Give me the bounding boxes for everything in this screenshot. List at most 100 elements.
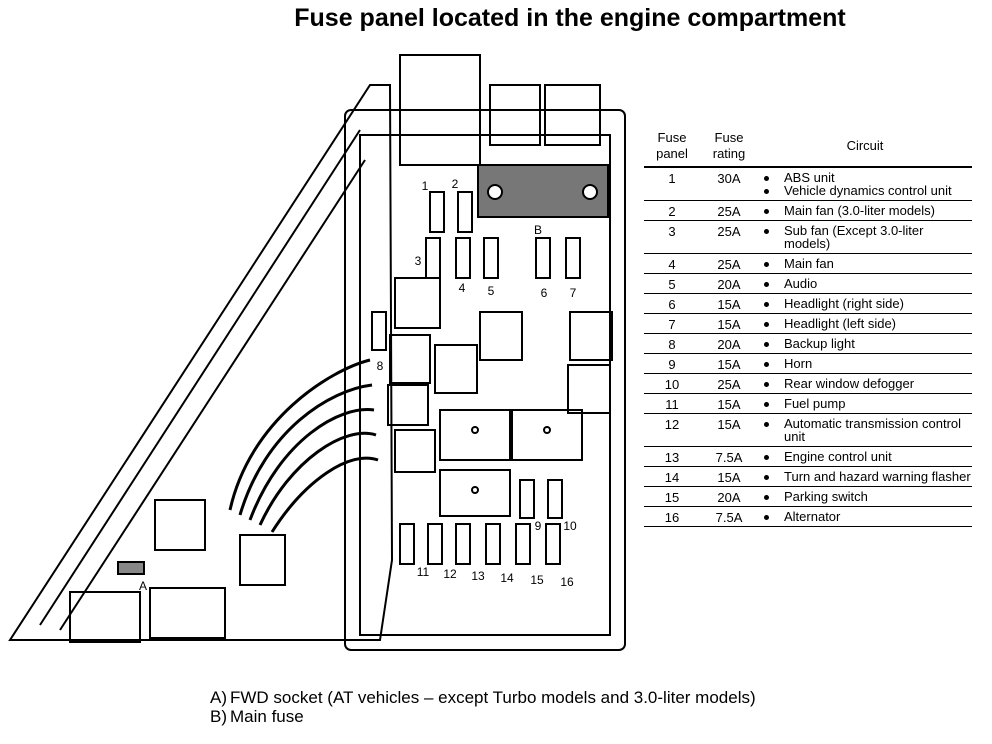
fuse-rating: 20A [717, 277, 741, 292]
harness-inner [39, 129, 366, 631]
relay-mid-8 [394, 429, 436, 473]
relay-mid-7 [387, 384, 429, 426]
circuit-item: Headlight (right side) [758, 297, 972, 310]
fuse-panel-number: 6 [668, 297, 676, 312]
note-b: B)Main fuse [210, 707, 756, 726]
fuse-panel-number: 1 [668, 171, 676, 186]
fuse-3 [425, 237, 441, 279]
circuit-item: Engine control unit [758, 450, 972, 463]
circuit-item: Fuel pump [758, 397, 972, 410]
fuse-panel-number: 11 [665, 397, 679, 412]
circuit-cell: Automatic transmission control unit [758, 414, 972, 446]
fuse-rating: 30A [717, 171, 741, 186]
fuse-9 [519, 479, 535, 519]
main-fuse-bolt-right [582, 184, 598, 200]
fuse-6 [535, 237, 551, 279]
fuse-label-10: 10 [563, 519, 577, 533]
fuse-label-4: 4 [459, 281, 466, 295]
fuse-4 [455, 237, 471, 279]
header-circuit: Circuit [846, 138, 884, 153]
fuse-panel-body [344, 109, 626, 651]
fuse-rating: 15A [717, 470, 741, 485]
header-fuse-rating: Fuse rating [712, 130, 746, 161]
circuit-item: Vehicle dynamics control unit [758, 184, 972, 197]
fuse-label-13: 13 [471, 569, 485, 583]
relay-mid-1 [394, 277, 441, 329]
note-a-key: A) [210, 688, 227, 707]
fuse-label-15: 15 [530, 573, 544, 587]
relay-mid-2 [479, 311, 523, 361]
circuit-item: Main fan (3.0-liter models) [758, 204, 972, 217]
connector-2 [149, 587, 226, 639]
fuse-7 [565, 237, 581, 279]
fuse-rating: 15A [717, 297, 741, 312]
relay-mid-4 [389, 334, 431, 384]
fuse-panel-number: 5 [668, 277, 676, 292]
fuse-16 [545, 523, 561, 565]
fuse-rating: 15A [717, 357, 741, 372]
fuse-11 [399, 523, 415, 565]
fuse-panel-number: 15 [664, 490, 680, 505]
fuse-panel-diagram: 1 2 3 4 5 6 7 8 9 10 11 12 13 14 15 16 A… [8, 54, 626, 651]
relay-mid-5 [434, 344, 478, 394]
circuit-cell: Rear window defogger [758, 374, 972, 393]
fuse-rating: 7.5A [715, 450, 743, 465]
note-b-text: Main fuse [230, 707, 304, 726]
circuit-cell: Engine control unit [758, 447, 972, 466]
circuit-item: Rear window defogger [758, 377, 972, 390]
fuse-panel-number: 12 [664, 417, 680, 432]
fuse-label-8: 8 [377, 359, 384, 373]
circuit-item: Headlight (left side) [758, 317, 972, 330]
fuse-5 [483, 237, 499, 279]
fuse-panel-number: 8 [668, 337, 676, 352]
fuse-rating: 7.5A [715, 510, 743, 525]
fuse-label-1: 1 [422, 179, 429, 193]
fuse-label-16: 16 [560, 575, 574, 589]
circuit-item: Sub fan (Except 3.0-liter models) [758, 224, 972, 250]
relay-top-left [399, 54, 481, 166]
notes: A)FWD socket (AT vehicles – except Turbo… [210, 688, 756, 726]
connector-4 [239, 534, 286, 586]
circuit-cell: Headlight (left side) [758, 314, 972, 333]
fuse-rating: 25A [717, 377, 741, 392]
fuse-rating: 25A [717, 204, 741, 219]
fuse-panel-number: 13 [664, 450, 680, 465]
relay-mid-6 [567, 364, 611, 414]
circuit-cell: Parking switch [758, 487, 972, 506]
relay-top-right [544, 84, 601, 146]
fuse-8 [371, 311, 387, 351]
fuse-panel-number: 2 [668, 204, 676, 219]
relay-large-2 [511, 409, 583, 461]
fuse-2 [457, 191, 473, 233]
relay-large-3 [439, 469, 511, 517]
circuit-item: Turn and hazard warning flasher [758, 470, 972, 483]
note-a: A)FWD socket (AT vehicles – except Turbo… [210, 688, 756, 707]
fuse-panel-number: 3 [668, 224, 676, 239]
note-a-text: FWD socket (AT vehicles – except Turbo m… [230, 688, 756, 707]
circuit-cell: Main fan [758, 254, 972, 273]
relay-top-mid [489, 84, 541, 146]
fuse-panel-number: 7 [668, 317, 676, 332]
fwd-socket [117, 561, 145, 575]
circuit-cell: Turn and hazard warning flasher [758, 467, 972, 486]
table-row: 6 15A Headlight (right side) [644, 294, 972, 314]
table-row: 13 7.5A Engine control unit [644, 447, 972, 467]
harness-outline [8, 84, 394, 641]
wiring-harness [228, 358, 379, 533]
note-b-key: B) [210, 707, 227, 726]
circuit-cell: Fuel pump [758, 394, 972, 413]
circuit-cell: Backup light [758, 334, 972, 353]
